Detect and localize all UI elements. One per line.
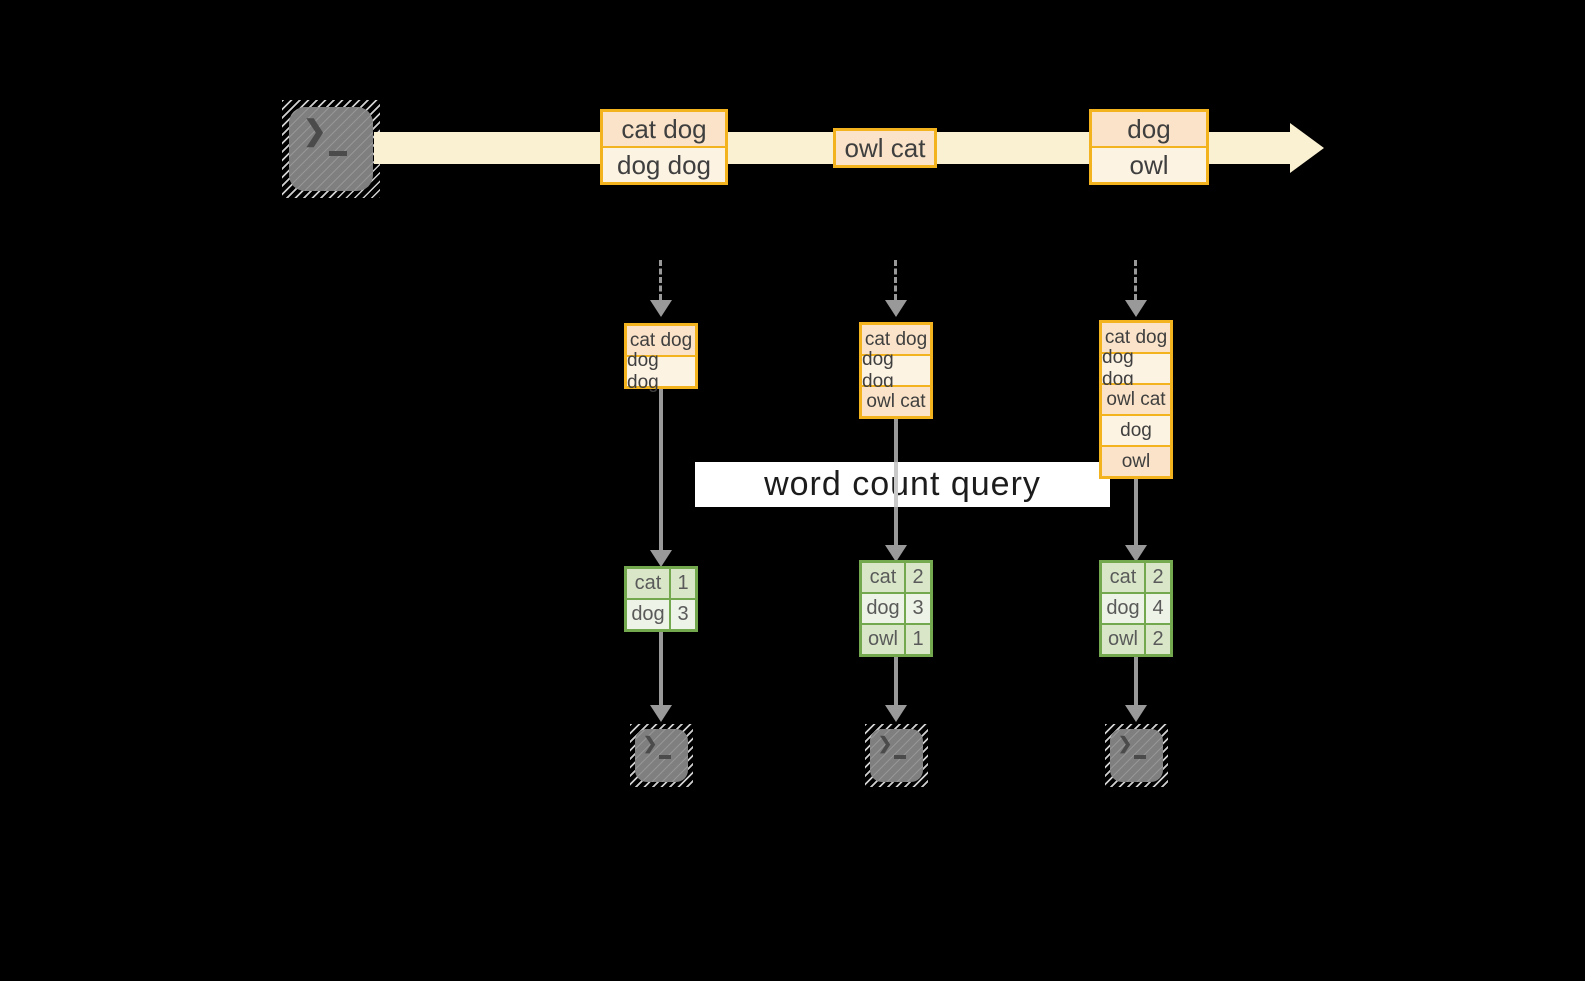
- batch-stack-2: cat dog dog dog owl cat: [859, 322, 933, 419]
- stream-event-row: dog dog: [603, 148, 725, 182]
- batch-item: dog dog: [862, 349, 930, 392]
- connector-arrow-head-icon: [650, 550, 672, 567]
- connector-arrow-head-icon: [1125, 545, 1147, 562]
- count-value: 2: [906, 563, 930, 592]
- count-value: 4: [1146, 594, 1170, 623]
- dashed-arrow-head-icon: [885, 300, 907, 317]
- query-label: word count query: [764, 465, 1041, 503]
- count-word: cat: [627, 569, 669, 598]
- count-table-2: cat 2 dog 3 owl 1: [859, 560, 933, 657]
- stream-event-2: owl cat: [833, 128, 937, 168]
- count-word: dog: [1102, 594, 1144, 623]
- query-label-band: word count query: [695, 462, 1110, 507]
- sink-terminal-icon: ❯: [1105, 724, 1168, 787]
- stream-event-1: cat dog dog dog: [600, 109, 728, 185]
- terminal-prompt-icon: ❯: [643, 734, 658, 753]
- count-table-3: cat 2 dog 4 owl 2: [1099, 560, 1173, 657]
- dashed-arrow-head-icon: [650, 300, 672, 317]
- connector-line-over-band: [894, 462, 898, 507]
- batch-item: dog dog: [1102, 347, 1170, 390]
- batch-item: dog: [1102, 416, 1170, 445]
- terminal-texture: [289, 107, 373, 191]
- stream-event-3: dog owl: [1089, 109, 1209, 185]
- count-word: cat: [862, 563, 904, 592]
- count-value: 1: [906, 625, 930, 654]
- stream-event-row: dog: [1092, 112, 1206, 146]
- terminal-cursor-icon: [659, 755, 671, 759]
- count-word: owl: [1102, 625, 1144, 654]
- batch-item: owl cat: [862, 387, 930, 416]
- terminal-cursor-icon: [329, 151, 347, 156]
- count-value: 2: [1146, 625, 1170, 654]
- terminal-cursor-icon: [1134, 755, 1146, 759]
- dashed-arrow-line: [894, 260, 897, 300]
- connector-arrow-head-icon: [885, 545, 907, 562]
- count-value: 3: [671, 600, 695, 629]
- count-value: 3: [906, 594, 930, 623]
- batch-item: owl cat: [1102, 385, 1170, 414]
- connector-arrow-head-icon: [650, 705, 672, 722]
- dashed-arrow-head-icon: [1125, 300, 1147, 317]
- count-word: cat: [1102, 563, 1144, 592]
- batch-stack-1: cat dog dog dog: [624, 323, 698, 393]
- batch-item: dog dog: [627, 350, 695, 393]
- terminal-cursor-icon: [894, 755, 906, 759]
- sink-terminal-icon: ❯: [865, 724, 928, 787]
- count-value: 2: [1146, 563, 1170, 592]
- terminal-prompt-icon: ❯: [1118, 734, 1133, 753]
- stream-event-row: owl: [1092, 148, 1206, 182]
- sink-terminal-icon: ❯: [630, 724, 693, 787]
- source-terminal-icon: ❯: [282, 100, 380, 198]
- batch-item: cat dog: [862, 325, 930, 354]
- terminal-prompt-icon: ❯: [303, 115, 327, 146]
- dashed-arrow-line: [659, 260, 662, 300]
- connector-line: [1134, 657, 1138, 705]
- connector-arrow-head-icon: [885, 705, 907, 722]
- count-word: owl: [862, 625, 904, 654]
- dashed-arrow-line: [1134, 260, 1137, 300]
- connector-line: [894, 657, 898, 705]
- count-word: dog: [627, 600, 669, 629]
- batch-item: cat dog: [1102, 323, 1170, 352]
- connector-line: [659, 389, 663, 550]
- batch-item: cat dog: [627, 326, 695, 355]
- stream-event-row: owl cat: [836, 131, 934, 165]
- stream-arrow-head: [1290, 123, 1324, 173]
- connector-arrow-head-icon: [1125, 705, 1147, 722]
- connector-line: [1134, 479, 1138, 545]
- count-word: dog: [862, 594, 904, 623]
- batch-stack-3: cat dog dog dog owl cat dog owl: [1099, 320, 1173, 479]
- count-table-1: cat 1 dog 3: [624, 566, 698, 632]
- stream-event-row: cat dog: [603, 112, 725, 146]
- batch-item: owl: [1102, 447, 1170, 476]
- terminal-prompt-icon: ❯: [878, 734, 893, 753]
- connector-line: [659, 632, 663, 705]
- count-value: 1: [671, 569, 695, 598]
